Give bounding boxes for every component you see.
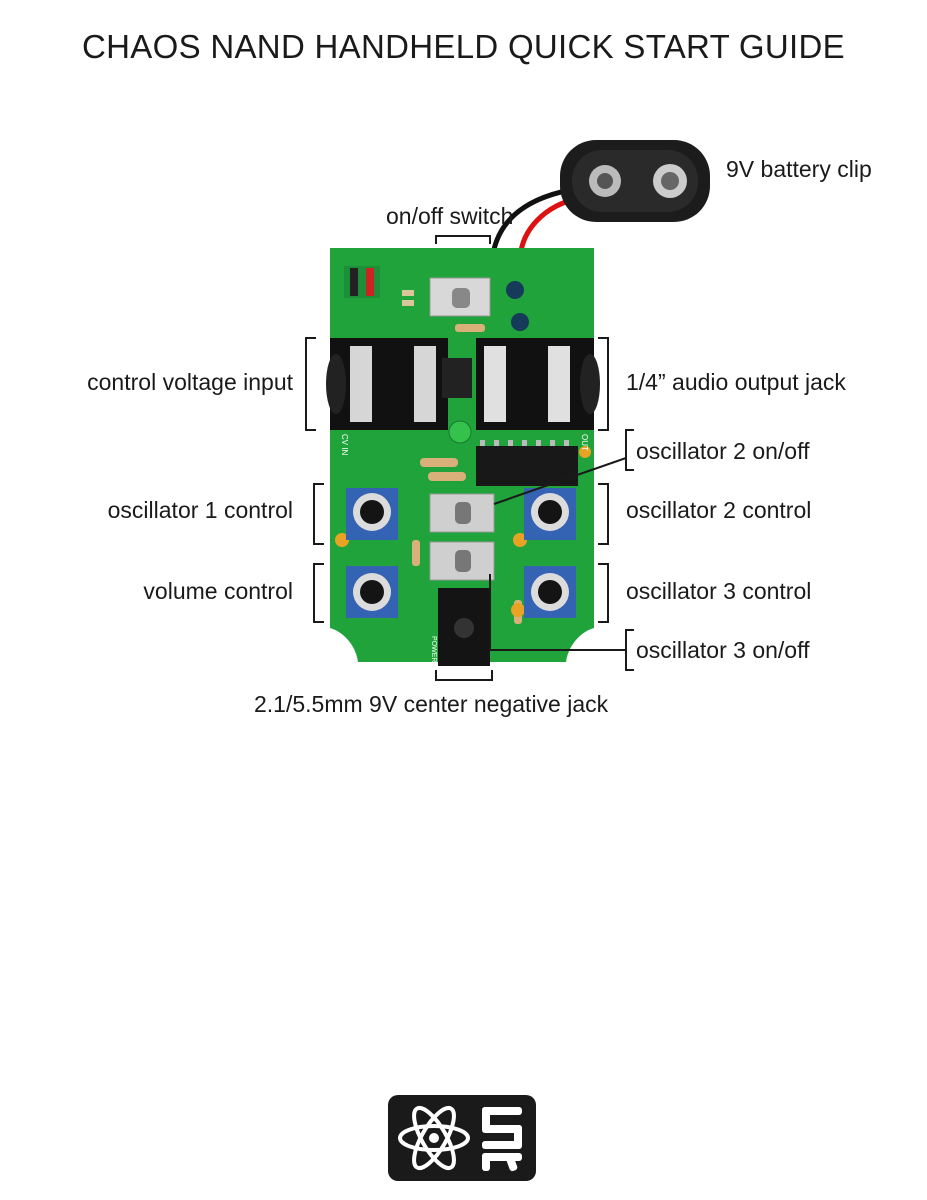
label-on-off-switch: on/off switch (386, 203, 514, 229)
silk-cv-in: CV IN (340, 434, 349, 456)
ic-chip-icon (476, 440, 578, 486)
battery-clip-icon (489, 140, 710, 263)
silk-out: OUT (580, 434, 589, 451)
label-osc2-onoff: oscillator 2 on/off (636, 438, 810, 464)
label-osc2-control: oscillator 2 control (626, 497, 812, 523)
cv-jack-icon (326, 338, 448, 430)
page-title: CHAOS NAND HANDHELD QUICK START GUIDE (82, 28, 845, 65)
label-power-jack: 2.1/5.5mm 9V center negative jack (254, 691, 609, 717)
label-osc1-control: oscillator 1 control (107, 497, 293, 523)
label-volume-control: volume control (143, 578, 293, 604)
label-audio-output: 1/4” audio output jack (626, 369, 846, 395)
label-osc3-control: oscillator 3 control (626, 578, 812, 604)
label-osc3-onoff: oscillator 3 on/off (636, 637, 810, 663)
label-cv-input: control voltage input (87, 369, 293, 395)
output-jack-icon (442, 338, 600, 430)
power-jack-icon (438, 588, 490, 666)
silk-power: POWER (430, 636, 437, 662)
pot-icon (346, 488, 576, 618)
callout-lines (305, 235, 634, 681)
label-battery-clip: 9V battery clip (726, 156, 872, 182)
logo-icon (388, 1095, 536, 1181)
